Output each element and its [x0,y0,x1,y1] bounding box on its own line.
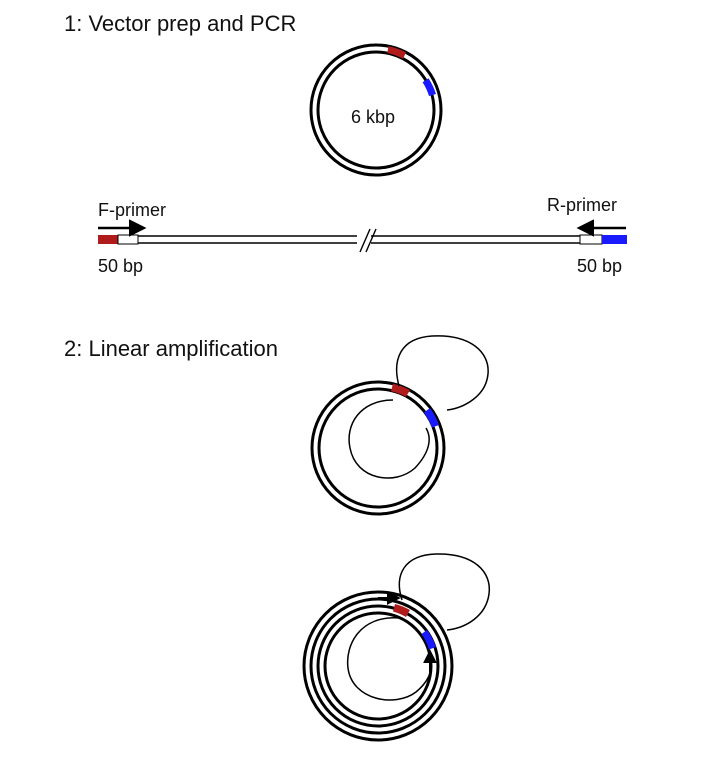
break-mark [359,228,371,253]
new-strand [348,399,430,479]
insert-segment [393,604,410,617]
right-overhang-label: 50 bp [577,256,622,276]
right-overhang-marker [602,235,627,244]
new-strand [346,617,432,701]
plasmid-6kbp [309,43,443,177]
marker-segment [421,630,436,650]
step2-title: 2: Linear amplification [64,336,278,361]
insert-segment [391,383,410,397]
marker-segment [424,408,439,428]
plasmid-size-label: 6 kbp [351,107,395,127]
amplification-stage-1 [310,335,489,516]
f-primer-label: F-primer [98,200,166,220]
plasmid-insert-segment [387,46,406,59]
ss-loop [395,335,489,411]
ss-loop [398,553,491,631]
r-primer-label: R-primer [547,195,617,215]
left-overhang-insert [98,235,118,244]
step1-title: 1: Vector prep and PCR [64,11,296,36]
break-mark [365,228,377,253]
plasmid-marker-segment [422,78,436,96]
right-overhang-open [579,234,603,245]
left-overhang-label: 50 bp [98,256,143,276]
linear-pcr-product [98,228,627,253]
amplification-stage-2 [302,553,491,742]
left-overhang-open [117,234,139,245]
